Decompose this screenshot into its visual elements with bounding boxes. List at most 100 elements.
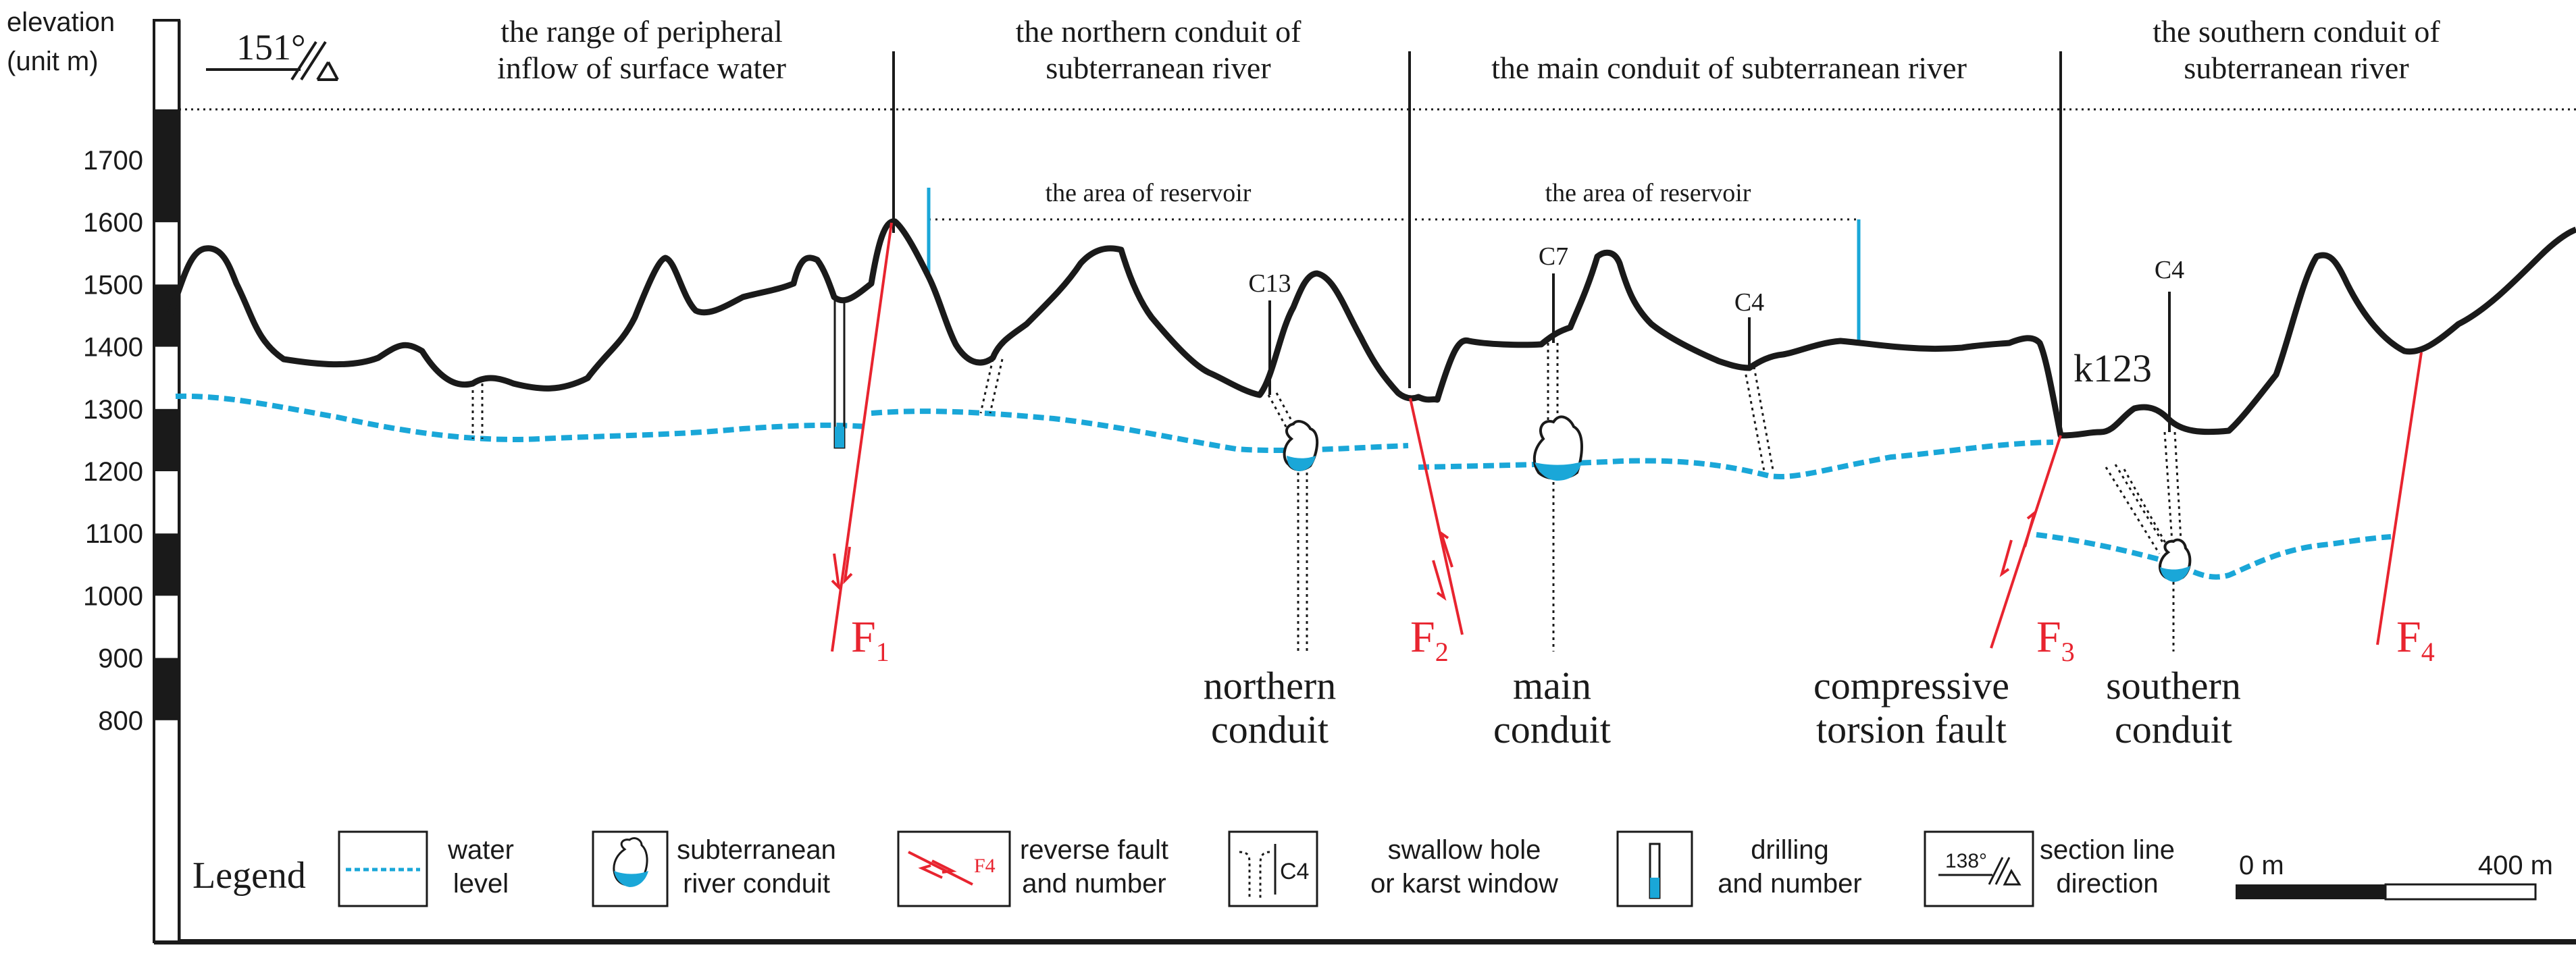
legend-water-line2: level: [453, 869, 509, 899]
axis-segment: [154, 109, 179, 160]
section-headers: the range of peripheral inflow of surfac…: [497, 14, 2440, 432]
legend-box-swallow: [1228, 830, 1318, 907]
faults: [831, 222, 2423, 652]
leader-northern: [1297, 473, 1308, 651]
axis-tick-label: 800: [98, 706, 143, 736]
fault-f3-arrow-b: [2024, 509, 2037, 548]
fault-f1-arrow-a: [831, 553, 841, 591]
axis-segment: [154, 658, 179, 720]
water-level-northern: [871, 408, 1409, 454]
legend-swallow-tag: C4: [1280, 859, 1309, 884]
fault-f1-label: F1: [851, 612, 890, 667]
axis-tick-label: 1500: [83, 270, 143, 300]
axis-tick-label: 1400: [83, 333, 143, 363]
reservoir-extent: the area of reservoir the area of reserv…: [927, 179, 1861, 346]
swallow-holes: [471, 343, 2183, 554]
river-conduits: [1283, 415, 2192, 582]
scale-label-start: 0 m: [2239, 851, 2284, 880]
axis-segment: [154, 533, 179, 596]
swallow-hole-markers: [1268, 273, 2171, 432]
label-c13: C13: [1248, 269, 1291, 298]
fault-f4-label: F4: [2396, 612, 2435, 667]
drilling-water: [835, 427, 844, 448]
fault-f3-arrow-a: [1999, 539, 2013, 577]
header-southern-conduit: the southern conduit of: [2153, 14, 2440, 49]
swallow-hole-c4-main: [1743, 366, 1774, 472]
label-c7: C7: [1539, 242, 1568, 271]
conduit-main: [1532, 415, 1583, 481]
river-conduit-icon: [613, 837, 648, 887]
legend-box-fault: [897, 830, 1011, 907]
legend-conduit-line1: subterranean: [677, 835, 836, 865]
label-c4-main: C4: [1734, 288, 1764, 317]
legend-box-section: [1924, 830, 2034, 907]
fault-f1-arrow-b: [843, 546, 853, 585]
label-main-conduit-line2: conduit: [1493, 708, 1611, 751]
axis-tick-label: 1600: [83, 208, 143, 238]
legend-section-line1: section line: [2040, 835, 2175, 865]
legend-swallow-line1: swallow hole: [1388, 835, 1541, 865]
label-c4-south: C4: [2155, 256, 2184, 284]
diagram-frame: [154, 20, 2576, 944]
header-peripheral-inflow-line2: inflow of surface water: [497, 51, 786, 85]
header-northern-conduit: the northern conduit of: [1016, 14, 1302, 49]
section-bearing: 151°: [206, 27, 339, 81]
legend-drilling-line1: drilling: [1751, 835, 1829, 865]
axis-unit: (unit m): [7, 47, 99, 76]
label-northern-conduit: northern: [1204, 664, 1337, 708]
reverse-fault-icon: [908, 851, 973, 886]
axis-segment: [154, 408, 179, 471]
conduit-southern: [2159, 538, 2192, 582]
swallow-hole-c7: [1547, 343, 1559, 439]
fault-f2-label: F2: [1410, 612, 1449, 667]
scale-bar: 0 m 400 m: [2236, 851, 2553, 901]
conduit-leaders: [1297, 473, 2175, 651]
scale-bar-light: [2384, 883, 2537, 901]
fault-f1-line: [831, 222, 893, 652]
axis-tick-label: 1700: [83, 146, 143, 176]
legend-swallow-line2: or karst window: [1370, 869, 1558, 899]
water-level-main: [1418, 440, 2054, 479]
elevation-axis: elevation (unit m) 170016001500140013001…: [7, 7, 180, 943]
legend-fault-line1: reverse fault: [1020, 835, 1168, 865]
fault-f4-line: [2376, 352, 2423, 645]
legend-section-line2: direction: [2056, 869, 2158, 899]
swallow-hole-1: [471, 383, 484, 439]
fault-f2-arrow-b: [1439, 529, 1453, 568]
conduit-northern: [1283, 420, 1319, 471]
drilling-icon: [1649, 843, 1661, 899]
fault-f2-arrow-a: [1432, 560, 1447, 601]
axis-tick-label: 900: [98, 644, 143, 674]
label-k123: k123: [2073, 346, 2152, 390]
label-southern-conduit: southern: [2106, 664, 2241, 708]
fault-labels: F1 F2 F3 F4: [851, 612, 2435, 667]
bearing-value: 151°: [236, 27, 306, 68]
label-compressive-fault: compressive: [1813, 664, 2009, 708]
swallow-hole-labels: C13 C7 C4 C4 k123: [1248, 242, 2184, 390]
legend-drilling-line2: and number: [1718, 869, 1861, 899]
terrain-profile: [165, 218, 2576, 439]
axis-segment: [154, 160, 179, 223]
axis-tick-label: 1200: [83, 457, 143, 487]
scale-bar-dark: [2236, 884, 2386, 899]
reservoir-label-north: the area of reservoir: [1046, 179, 1252, 207]
feature-labels: northern conduit main conduit compressiv…: [1204, 664, 2241, 751]
water-level-southern: [2036, 532, 2392, 580]
drilling-well: [833, 299, 846, 449]
water-level-peripheral: [175, 393, 869, 442]
fault-f3-label: F3: [2036, 612, 2075, 667]
section-direction-icon: [290, 41, 339, 81]
header-peripheral-inflow: the range of peripheral: [500, 14, 783, 49]
legend: Legend water level subterranean river co…: [192, 830, 2553, 907]
axis-tick-label: 1100: [85, 519, 143, 549]
header-main-conduit: the main conduit of subterranean river: [1491, 51, 1967, 85]
swallow-hole-2: [979, 358, 1004, 414]
legend-fault-tag: F4: [974, 855, 996, 877]
label-northern-conduit-line2: conduit: [1211, 708, 1329, 751]
legend-section-tag: 138°: [1945, 850, 1987, 872]
label-compressive-fault-line2: torsion fault: [1816, 708, 2007, 751]
scale-label-end: 400 m: [2478, 851, 2553, 880]
label-southern-conduit-line2: conduit: [2115, 708, 2232, 751]
